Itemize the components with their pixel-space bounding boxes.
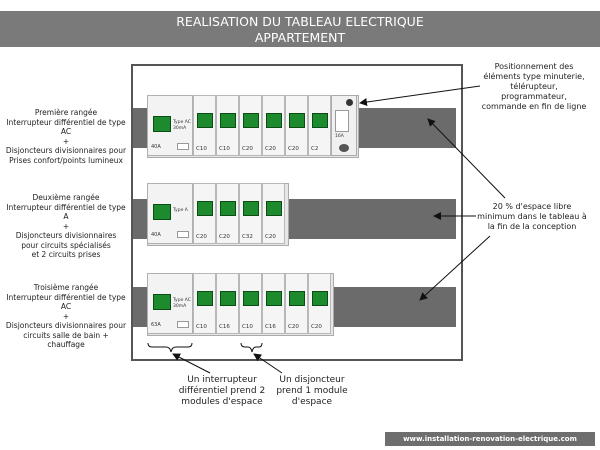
breaker-module: C20: [239, 95, 262, 156]
callout-free-space: 20 % d'espace libre minimum dans le tabl…: [477, 202, 587, 231]
breaker-module: C10: [239, 273, 262, 334]
arrow-positioning: [359, 85, 481, 106]
brace-breaker: [240, 342, 263, 353]
breaker-rating: C20: [219, 234, 230, 240]
breaker-switch: [266, 201, 282, 216]
test-button: [177, 231, 189, 238]
timer-module: 16A: [331, 95, 357, 156]
breaker-rating: C20: [311, 324, 322, 330]
breaker-switch: [243, 291, 259, 306]
breaker-module: C10: [193, 273, 216, 334]
breaker-rating: C32: [242, 234, 253, 240]
breaker-module: C32: [239, 183, 262, 244]
breaker-module: C20: [193, 183, 216, 244]
timer-rating: 16A: [335, 134, 344, 139]
breaker-switch: [220, 113, 236, 128]
label-row-1: Première rangée Interrupteur différentie…: [5, 108, 127, 165]
breaker-rating: C10: [196, 324, 207, 330]
rcd-switch: [153, 294, 171, 310]
breaker-module: C20: [262, 183, 285, 244]
breaker-rating: C20: [196, 234, 207, 240]
breaker-rating: C20: [265, 146, 276, 152]
rcd-type: Type A: [173, 208, 188, 213]
timer-knob: [339, 144, 349, 152]
breaker-switch: [312, 113, 328, 128]
note-rcd-modules: Un interrupteur différentiel prend 2 mod…: [178, 375, 266, 407]
timer-dial: [346, 99, 353, 106]
breaker-switch: [289, 291, 305, 306]
rcd-switch: [153, 204, 171, 220]
breaker-switch: [197, 113, 213, 128]
test-button: [177, 143, 189, 150]
callout-positioning: Positionnement des éléments type minuter…: [481, 62, 587, 111]
rcd-rating: 63A: [151, 322, 161, 328]
arrow-free-space-3: [419, 235, 491, 301]
arrow-rcd-note: [172, 353, 211, 374]
title-line-2: APPARTEMENT: [254, 30, 346, 45]
arrow-free-space-1: [427, 118, 506, 199]
breaker-rating: C10: [242, 324, 253, 330]
breaker-rating: C2: [311, 146, 319, 152]
breaker-module: C20: [285, 273, 308, 334]
note-breaker-modules: Un disjoncteur prend 1 module d'espace: [276, 375, 348, 407]
title-line-1: REALISATION DU TABLEAU ELECTRIQUE: [176, 14, 424, 29]
breaker-module: C2: [308, 95, 331, 156]
breaker-module: C20: [262, 95, 285, 156]
brace-rcd: [147, 342, 193, 353]
test-button: [177, 321, 189, 328]
breaker-switch: [243, 113, 259, 128]
breaker-rating: C10: [219, 146, 230, 152]
breaker-module: C10: [216, 95, 239, 156]
breaker-rating: C10: [196, 146, 207, 152]
breaker-switch: [197, 291, 213, 306]
breaker-module: C10: [193, 95, 216, 156]
breaker-rating: C16: [265, 324, 276, 330]
breaker-switch: [289, 113, 305, 128]
footer-url[interactable]: www.installation-renovation-electrique.c…: [385, 432, 595, 446]
page-title: REALISATION DU TABLEAU ELECTRIQUE APPART…: [0, 11, 600, 47]
label-row-2: Deuxième rangée Interrupteur différentie…: [6, 193, 126, 259]
timer-display: [335, 110, 349, 132]
breaker-switch: [266, 291, 282, 306]
breaker-switch: [197, 201, 213, 216]
arrow-breaker-note: [253, 353, 283, 374]
breaker-module: C20: [285, 95, 308, 156]
breaker-module: C20: [216, 183, 239, 244]
breaker-module: C16: [262, 273, 285, 334]
breaker-switch: [266, 113, 282, 128]
breaker-switch: [220, 201, 236, 216]
rcd-rating: 40A: [151, 232, 161, 238]
breaker-switch: [312, 291, 328, 306]
breaker-rating: C20: [288, 324, 299, 330]
breaker-rating: C16: [219, 324, 230, 330]
breaker-module: C16: [216, 273, 239, 334]
breaker-rating: C20: [265, 234, 276, 240]
breaker-module: C20: [308, 273, 331, 334]
rcd-switch: [153, 116, 171, 132]
label-row-3: Troisième rangée Interrupteur différenti…: [5, 283, 127, 349]
breaker-rating: C20: [242, 146, 253, 152]
breaker-rating: C20: [288, 146, 299, 152]
breaker-switch: [220, 291, 236, 306]
breaker-switch: [243, 201, 259, 216]
rcd-rating: 40A: [151, 144, 161, 150]
rcd-row-2: Type A 40A: [147, 183, 193, 244]
